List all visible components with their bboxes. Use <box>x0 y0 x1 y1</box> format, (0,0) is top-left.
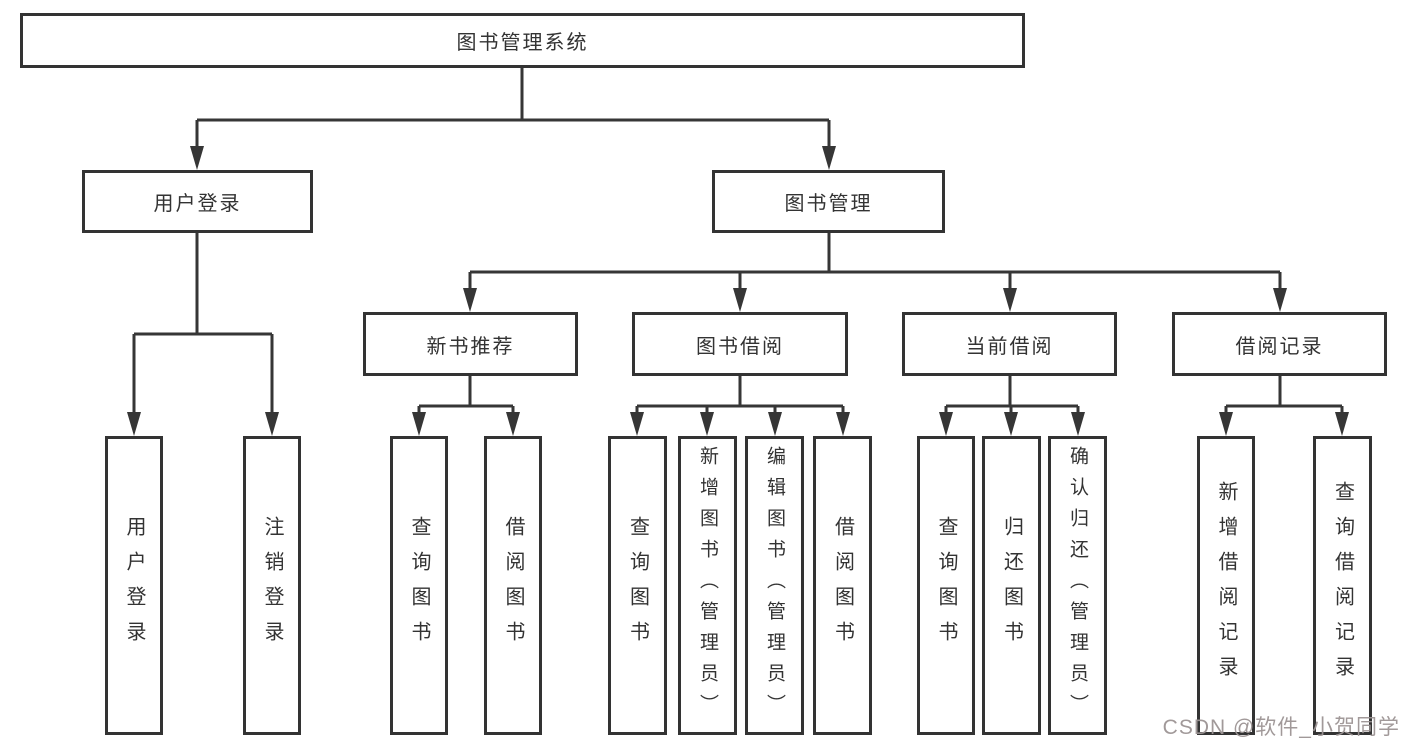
node-user-login-label: 用户登录 <box>153 193 242 215</box>
leaf-borrow-edit-book-admin-label: 编辑图书（管理员） <box>764 446 785 725</box>
node-library-system: 图书管理系统 <box>20 13 1025 68</box>
node-new-book-recommend: 新书推荐 <box>363 312 578 376</box>
node-book-management: 图书管理 <box>712 170 945 233</box>
leaf-user-login: 用户登录 <box>105 436 163 735</box>
leaf-current-return-book: 归还图书 <box>982 436 1041 735</box>
leaf-add-borrow-record-label: 新增借阅记录 <box>1215 480 1237 691</box>
leaf-query-borrow-record-label: 查询借阅记录 <box>1331 480 1354 691</box>
leaf-logout: 注销登录 <box>243 436 301 735</box>
leaf-borrow-borrow-book: 借阅图书 <box>813 436 872 735</box>
connector-current-to-leaves <box>939 376 1085 436</box>
node-current-borrow-label: 当前借阅 <box>965 335 1054 358</box>
leaf-current-confirm-return-admin: 确认归还（管理员） <box>1048 436 1107 735</box>
leaf-current-return-book-label: 归还图书 <box>1000 515 1023 656</box>
connector-borrow-to-leaves <box>630 376 850 436</box>
connector-records-to-leaves <box>1219 376 1349 436</box>
csdn-watermark: CSDN @软件_小贺同学 <box>1162 716 1400 739</box>
leaf-current-confirm-return-admin-label: 确认归还（管理员） <box>1067 446 1088 725</box>
node-new-book-recommend-label: 新书推荐 <box>426 335 515 358</box>
node-library-system-label: 图书管理系统 <box>456 32 589 54</box>
leaf-logout-label: 注销登录 <box>261 515 283 656</box>
node-user-login: 用户登录 <box>82 170 313 233</box>
leaf-recommend-borrow-book-label: 借阅图书 <box>502 515 524 656</box>
leaf-recommend-borrow-book: 借阅图书 <box>484 436 542 735</box>
node-borrow-records-label: 借阅记录 <box>1235 335 1324 358</box>
leaf-borrow-add-book-admin-label: 新增图书（管理员） <box>697 446 718 725</box>
node-current-borrow: 当前借阅 <box>902 312 1117 376</box>
connector-user-login-to-leaves <box>127 233 279 436</box>
leaf-user-login-label: 用户登录 <box>123 515 145 656</box>
leaf-recommend-query-book-label: 查询图书 <box>408 515 430 656</box>
connector-root-to-level2 <box>190 68 836 170</box>
leaf-add-borrow-record: 新增借阅记录 <box>1197 436 1255 735</box>
node-borrow-records: 借阅记录 <box>1172 312 1387 376</box>
leaf-current-query-book: 查询图书 <box>917 436 975 735</box>
node-book-borrow: 图书借阅 <box>632 312 848 376</box>
leaf-recommend-query-book: 查询图书 <box>390 436 448 735</box>
leaf-borrow-query-book: 查询图书 <box>608 436 667 735</box>
node-book-management-label: 图书管理 <box>784 193 873 215</box>
connector-recommend-to-leaves <box>412 376 520 436</box>
leaf-current-query-book-label: 查询图书 <box>935 515 957 656</box>
leaf-query-borrow-record: 查询借阅记录 <box>1313 436 1372 735</box>
connector-book-mgmt-to-level3 <box>463 233 1287 312</box>
leaf-borrow-add-book-admin: 新增图书（管理员） <box>678 436 737 735</box>
node-book-borrow-label: 图书借阅 <box>696 335 784 358</box>
leaf-borrow-borrow-book-label: 借阅图书 <box>831 515 854 656</box>
leaf-borrow-query-book-label: 查询图书 <box>626 515 649 656</box>
leaf-borrow-edit-book-admin: 编辑图书（管理员） <box>745 436 804 735</box>
